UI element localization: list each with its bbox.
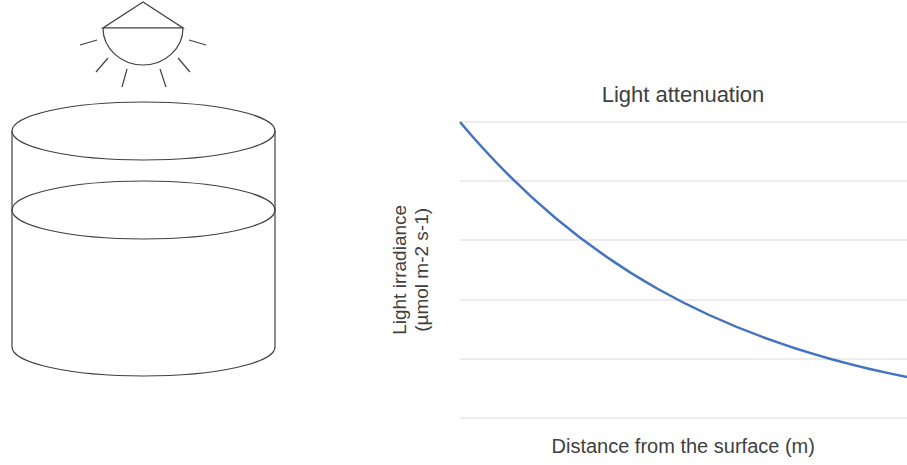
cylinder [12, 102, 275, 376]
attenuation-curve [460, 122, 907, 377]
x-axis-label: Distance from the surface (m) [552, 435, 815, 458]
gridlines [460, 122, 907, 418]
chart-title: Light attenuation [602, 82, 765, 107]
lamp [80, 2, 206, 87]
y-axis-label: Light irradiance (µmol m-2 s-1) [388, 187, 432, 352]
